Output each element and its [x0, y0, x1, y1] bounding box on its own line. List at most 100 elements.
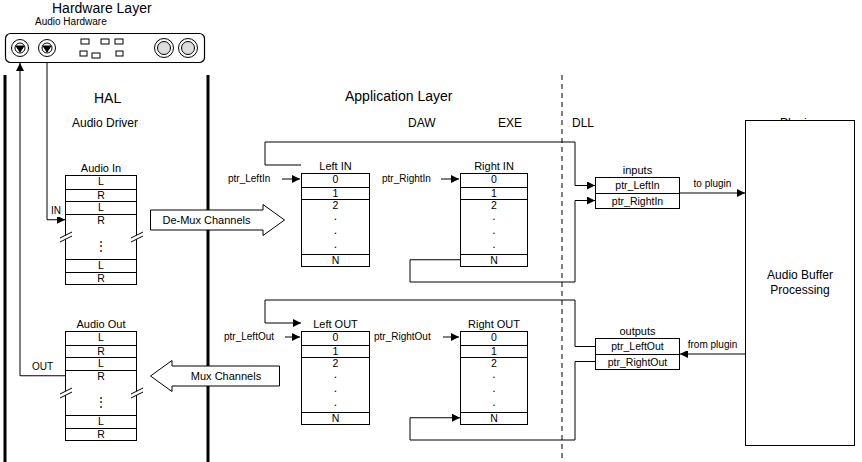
edge-label: IN	[49, 205, 63, 217]
cell-value: .	[492, 384, 495, 393]
cell-value: .	[334, 384, 337, 393]
cell-value: .	[492, 212, 495, 221]
block-arrow: Mux Channels	[150, 360, 280, 392]
buffer-row: L	[66, 357, 136, 370]
buffer-row: 2	[461, 357, 527, 370]
layer-boundary	[207, 75, 210, 462]
cell-value: 1	[491, 188, 497, 200]
device-name: Audio Hardware	[35, 15, 107, 28]
pointer-table: outputsptr_LeftOutptr_RightOut	[595, 325, 680, 370]
buffer-row: .	[461, 212, 527, 226]
layer-title: Hardware Layer	[52, 0, 152, 16]
cell-value: R	[97, 273, 105, 285]
buffer-row: N	[302, 254, 369, 267]
buffer-cells: LRLR⋮LR	[65, 331, 137, 441]
buffer-row: .	[461, 370, 527, 384]
buffer-row: .	[302, 384, 369, 398]
cell-value: L	[98, 176, 104, 188]
section-label: DAW	[408, 117, 436, 131]
buffer-row: R	[66, 272, 136, 285]
block-arrow: De-Mux Channels	[150, 204, 285, 236]
buffer-row: ptr_LeftIn	[596, 178, 679, 193]
cell-value: L	[98, 358, 104, 370]
buffer-row: .	[302, 226, 369, 240]
cell-value: R	[97, 190, 105, 202]
buffer-row: 0	[302, 332, 369, 345]
buffer-row: N	[302, 412, 369, 425]
cell-value: N	[490, 255, 498, 267]
buffer-row: N	[461, 412, 527, 425]
cell-value: N	[332, 255, 340, 267]
audio-hardware: Audio Hardware	[5, 15, 205, 63]
arrow-text: Mux Channels	[191, 370, 261, 382]
cell-value: .	[334, 240, 337, 249]
buffer-row: ptr_LeftOut	[596, 339, 679, 354]
buffer-cells: ptr_LeftOut ptr_RightOut	[595, 338, 680, 370]
channel-buffer: Left IN012...N	[301, 160, 370, 267]
edge-label: from plugin	[686, 339, 739, 351]
buffer-row: 2	[461, 199, 527, 212]
buffer-row: L	[66, 415, 136, 428]
cell-value: 0	[491, 332, 497, 344]
cell-value: L	[98, 416, 104, 428]
cell-value: ptr_LeftIn	[615, 178, 659, 192]
table-heading: Right IN	[474, 160, 514, 173]
buffer-row: R	[66, 189, 136, 202]
section-label: Audio Driver	[72, 117, 138, 131]
signal-connector	[680, 193, 745, 194]
cell-value: 0	[333, 332, 339, 344]
buffer-row: 2	[302, 357, 369, 370]
cell-value: ptr_RightIn	[612, 194, 663, 208]
cell-value: .	[492, 398, 495, 407]
box-text: Audio Buffer Processing	[752, 268, 848, 298]
section-label: DLL	[572, 117, 594, 131]
audio-interface-illustration	[6, 34, 205, 63]
buffer-row: 1	[461, 187, 527, 200]
section-label: EXE	[498, 117, 522, 131]
break-mark	[131, 385, 143, 399]
signal-connector	[20, 63, 65, 376]
buffer-row: L	[66, 201, 136, 214]
cell-value: .	[334, 398, 337, 407]
cell-value: N	[332, 413, 340, 425]
buffer-row: .	[461, 226, 527, 240]
channel-buffer: Right OUT012...N	[460, 318, 528, 425]
edge-label: OUT	[30, 361, 55, 373]
cell-value: ⋮	[95, 238, 107, 254]
buffer-row: ptr_RightIn	[596, 193, 679, 208]
layer-boundary	[4, 75, 7, 462]
buffer-row: ⋮	[66, 382, 136, 415]
buffer-row: R	[66, 370, 136, 383]
buffer-cells: LRLR⋮LR	[65, 175, 137, 285]
buffer-row: .	[302, 370, 369, 384]
cell-value: L	[98, 332, 104, 344]
buffer-cells: 012...N	[301, 331, 370, 425]
exe-dll-boundary	[562, 75, 563, 462]
signal-connector	[680, 354, 745, 355]
cell-value: ptr_RightOut	[608, 355, 668, 369]
cell-value: 1	[333, 188, 339, 200]
table-heading: Audio Out	[77, 318, 126, 331]
cell-value: ptr_LeftOut	[611, 339, 664, 353]
pointer-name: ptr_RightIn	[382, 173, 431, 185]
buffer-row: 1	[302, 187, 369, 200]
cell-value: N	[490, 413, 498, 425]
buffer-row: 0	[461, 332, 527, 345]
cell-value: 2	[333, 200, 339, 212]
buffer-row: L	[66, 259, 136, 272]
channel-buffer: Right IN012...N	[460, 160, 528, 267]
buffer-row: 0	[461, 174, 527, 187]
cell-value: R	[97, 215, 105, 227]
buffer-row: L	[66, 176, 136, 189]
buffer-row: .	[461, 240, 527, 254]
buffer-cells: 012...N	[301, 173, 370, 267]
cell-value: 1	[491, 346, 497, 358]
pointer-name: ptr_LeftIn	[228, 173, 270, 185]
pointer-leader	[443, 337, 459, 338]
buffer-row: N	[461, 254, 527, 267]
plugin-box: Audio Buffer Processing	[745, 120, 855, 446]
buffer-row: R	[66, 214, 136, 227]
cell-value: .	[334, 212, 337, 221]
pointer-leader	[282, 179, 300, 180]
signal-connector	[47, 63, 65, 220]
